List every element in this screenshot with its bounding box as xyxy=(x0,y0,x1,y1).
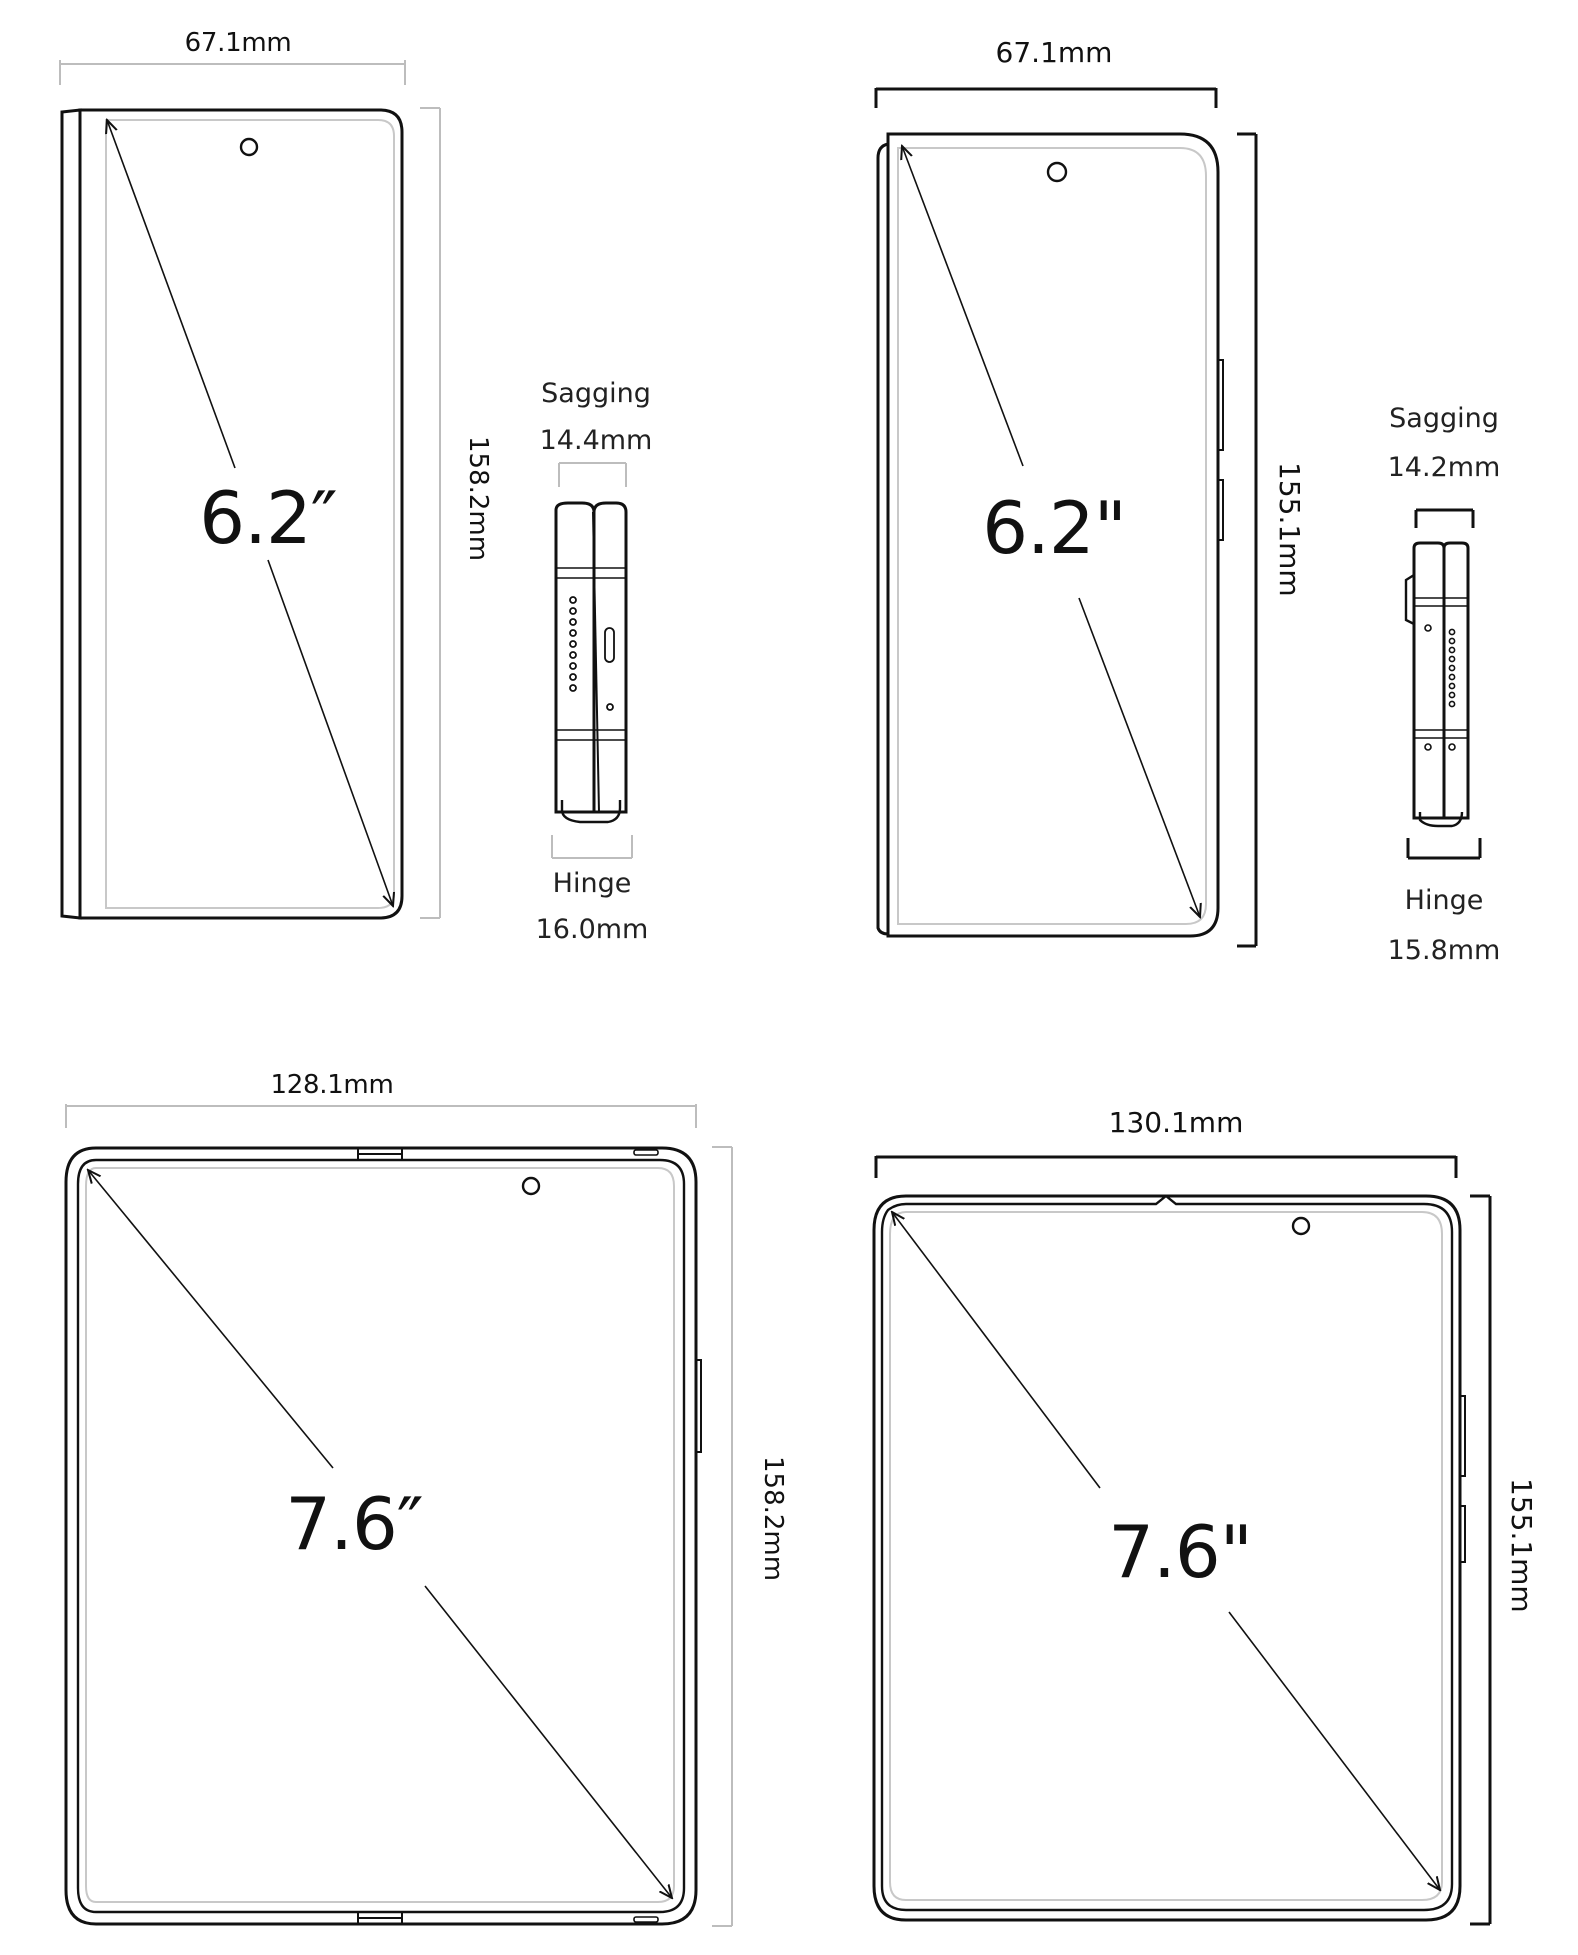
top-left-diagonal-label: 6.2″ xyxy=(199,476,337,560)
bottom-right-width-label: 130.1mm xyxy=(1108,1106,1244,1139)
top-left-width-label: 67.1mm xyxy=(184,28,292,58)
bottom-left-camera xyxy=(521,1176,541,1196)
top-right-sagging-title: Sagging xyxy=(1389,403,1499,434)
top-left-hinge-value: 16.0mm xyxy=(535,914,649,945)
top-right-hinge-value: 15.8mm xyxy=(1387,935,1501,966)
bottom-left-height-label: 158.2mm xyxy=(758,1456,788,1582)
bottom-left-phone-body xyxy=(64,1146,698,1926)
bottom-left-unfolded-phone xyxy=(64,1104,733,1927)
top-left-sagging-title: Sagging xyxy=(541,378,651,409)
top-right-camera xyxy=(1046,161,1068,183)
top-right-height-label: 155.1mm xyxy=(1273,462,1306,597)
top-left-hinge-title: Hinge xyxy=(552,868,632,899)
bottom-right-phone-body xyxy=(872,1194,1462,1922)
bottom-left-width-label: 128.1mm xyxy=(270,1070,394,1100)
top-right-diagonal-label: 6.2" xyxy=(982,486,1127,570)
top-right-folded-phone xyxy=(874,87,1258,948)
top-left-height-label: 158.2mm xyxy=(463,436,493,562)
top-right-side-view xyxy=(1404,508,1482,860)
bottom-right-camera xyxy=(1291,1216,1311,1236)
bottom-right-height-label: 155.1mm xyxy=(1505,1478,1538,1613)
top-right-hinge-title: Hinge xyxy=(1404,885,1484,916)
bottom-left-diagonal-label: 7.6″ xyxy=(285,1482,423,1566)
top-left-folded-phone xyxy=(59,60,441,920)
top-left-camera xyxy=(239,137,259,157)
top-left-phone-body xyxy=(78,108,404,920)
top-left-sagging-value: 14.4mm xyxy=(539,425,653,456)
bottom-right-unfolded-phone xyxy=(872,1155,1492,1926)
top-left-side-view xyxy=(551,462,633,859)
top-right-sagging-value: 14.2mm xyxy=(1387,452,1501,483)
bottom-right-diagonal-label: 7.6" xyxy=(1108,1510,1253,1594)
top-right-width-label: 67.1mm xyxy=(995,36,1113,69)
